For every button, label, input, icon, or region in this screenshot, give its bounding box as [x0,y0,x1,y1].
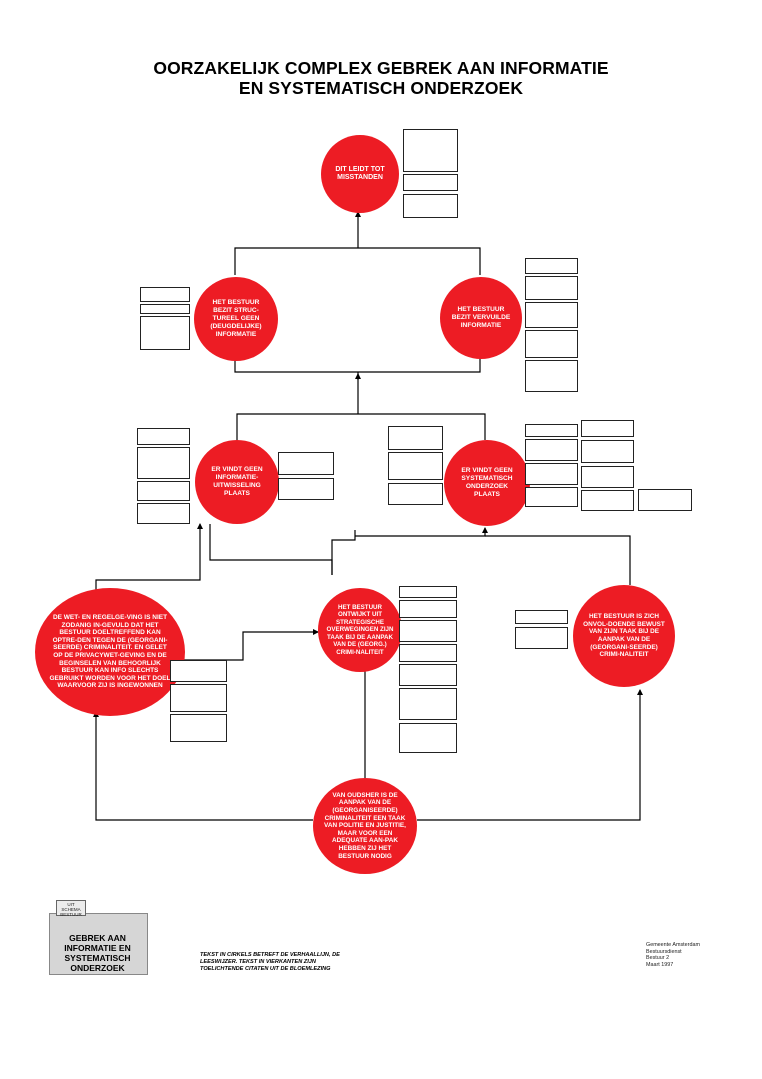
quote-box [525,258,578,274]
quote-box [140,287,190,302]
quote-box [140,316,190,350]
circle-origin: VAN OUDSHER IS DE AANPAK VAN DE (GEORGAN… [313,778,417,874]
quote-box [278,478,334,500]
quote-box [525,487,578,507]
quote-box [399,644,457,662]
title-line-1: OORZAKELIJK COMPLEX GEBREK AAN INFORMATI… [153,58,609,78]
credit-line-4: Maart 1997 [646,961,674,968]
legend-label: GEBREK AAN INFORMATIE EN SYSTEMATISCH ON… [52,933,143,973]
footnote-text: TEKST IN CIRKELS BETREFT DE VERHAALLIJN,… [200,952,340,972]
circle-law: DE WET- EN REGELGE-VING IS NIET ZODANIG … [35,588,185,716]
circle-left-mid: HET BESTUUR BEZIT STRUC-TUREEL GEEN (DEU… [194,277,278,361]
quote-box [525,360,578,392]
connector-lower-bar [236,413,486,440]
quote-box [140,304,190,314]
circle-strategic-text: HET BESTUUR ONTWIJKT UIT STRATEGISCHE OV… [326,604,394,656]
quote-box [581,466,634,488]
connector-origin-left [93,711,313,821]
circle-research-text: ER VINDT GEEN SYSTEMATISCH ONDERZOEK PLA… [461,467,513,498]
quote-box [581,420,634,437]
quote-box [525,439,578,461]
quote-box [170,684,227,712]
connector-law-strategic [180,629,319,661]
quote-box [399,620,457,642]
quote-box [399,586,457,598]
quote-box [403,194,458,218]
quote-box [525,302,578,328]
quote-box [399,688,457,720]
quote-box [137,428,190,445]
connector-research-join [355,527,488,537]
quote-box [137,481,190,501]
connector-origin-right [417,689,643,821]
circle-right-mid: HET BESTUUR BEZIT VERVUILDE INFORMATIE [440,277,522,359]
quote-box [403,129,458,172]
quote-box [278,452,334,475]
legend-small-text: UIT SCHEMA BESTUUR [60,902,82,917]
quote-box [525,424,578,437]
quote-box [525,276,578,300]
credit-line-2: Bestuursdienst [646,948,682,955]
legend-small-box: UIT SCHEMA BESTUUR [56,900,86,917]
quote-box [170,660,227,682]
circle-top-text: DIT LEIDT TOT MISSTANDEN [335,165,385,182]
quote-box [388,483,443,505]
circle-aware-text: HET BESTUUR IS ZICH ONVOL-DOENDE BEWUST … [583,613,665,659]
quote-box [399,600,457,618]
connector-mid-left-up [234,247,481,275]
credit-line-1: Gemeente Amsterdam [646,942,700,948]
connector-aware-up [485,535,631,585]
circle-info: ER VINDT GEEN INFORMATIE-UITWISSELING PL… [195,440,279,524]
page-title: OORZAKELIJK COMPLEX GEBREK AAN INFORMATI… [0,58,762,98]
quote-box [399,723,457,753]
connector-strategic-up [331,530,356,575]
circle-aware: HET BESTUUR IS ZICH ONVOL-DOENDE BEWUST … [573,585,675,687]
circle-info-text: ER VINDT GEEN INFORMATIE-UITWISSELING PL… [211,466,263,497]
legend-label-text: GEBREK AAN INFORMATIE EN SYSTEMATISCH ON… [64,933,131,973]
quote-box [525,463,578,485]
quote-box [403,174,458,191]
legend-box [49,913,148,975]
quote-box [638,489,692,511]
title-line-2: EN SYSTEMATISCH ONDERZOEK [238,78,524,98]
footnote: TEKST IN CIRKELS BETREFT DE VERHAALLIJN,… [200,952,358,973]
circle-right-mid-text: HET BESTUUR BEZIT VERVUILDE INFORMATIE [451,306,511,329]
quote-box [399,664,457,686]
quote-box [581,440,634,463]
quote-box [170,714,227,742]
quote-box [137,503,190,524]
connector-law-up [95,523,203,592]
credit-line-3: Bestuur 2 [646,955,670,962]
quote-box [515,610,568,624]
quote-box [388,452,443,480]
quote-box [515,627,568,649]
quote-box [525,330,578,358]
circle-law-text: DE WET- EN REGELGE-VING IS NIET ZODANIG … [49,614,171,690]
circle-origin-text: VAN OUDSHER IS DE AANPAK VAN DE (GEORGAN… [324,791,406,860]
circle-left-mid-text: HET BESTUUR BEZIT STRUC-TUREEL GEEN (DEU… [210,299,262,338]
circle-research: ER VINDT GEEN SYSTEMATISCH ONDERZOEK PLA… [444,440,530,526]
quote-box [581,490,634,511]
quote-box [388,426,443,450]
quote-box [137,447,190,479]
connector-strategic-left [209,524,333,575]
connector-mid-split [234,345,481,373]
circle-strategic: HET BESTUUR ONTWIJKT UIT STRATEGISCHE OV… [318,588,402,672]
credit: Gemeente Amsterdam Bestuursdienst Bestuu… [646,942,716,968]
circle-top: DIT LEIDT TOT MISSTANDEN [321,135,399,213]
